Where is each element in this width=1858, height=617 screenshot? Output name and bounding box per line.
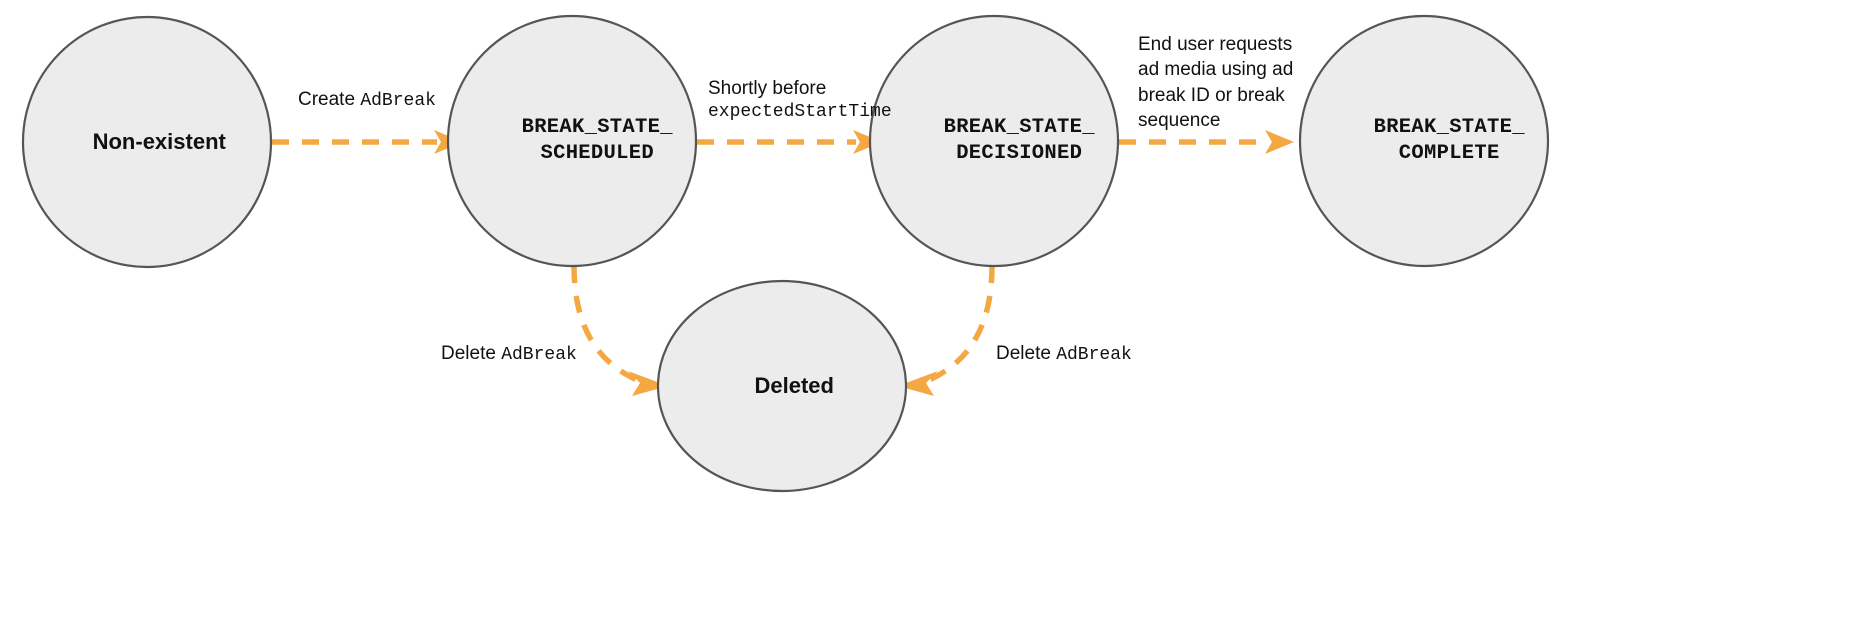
- edge-delete-adbreak-from-scheduled: [571, 265, 668, 396]
- edge-label-shortly-before-expected-start-time: Shortly before expectedStartTime: [708, 78, 892, 123]
- edge-label-end-user-requests-ad-media: End user requests ad media using ad brea…: [1138, 34, 1294, 131]
- edge-create-adbreak: [272, 130, 463, 154]
- node-non-existent[interactable]: [21, 15, 273, 269]
- node-break-state-scheduled[interactable]: [446, 14, 698, 268]
- arrow-head-icon: [628, 371, 668, 396]
- arrow-head-icon: [1265, 130, 1294, 154]
- arrow-head-icon: [853, 130, 882, 154]
- node-deleted[interactable]: [656, 279, 908, 493]
- arrow-head-icon: [898, 371, 938, 396]
- edge-label-create-adbreak: Create AdBreak: [298, 89, 436, 111]
- edge-end-user-requests-ad-media: [1119, 130, 1294, 154]
- edge-shortly-before-expected-start-time: [697, 130, 882, 154]
- node-break-state-decisioned[interactable]: [868, 14, 1120, 268]
- edge-delete-adbreak-from-decisioned: [898, 265, 995, 396]
- node-break-state-complete[interactable]: [1298, 14, 1550, 268]
- edge-label-delete-adbreak-from-scheduled: Delete AdBreak: [441, 343, 577, 365]
- edge-label-delete-adbreak-from-decisioned: Delete AdBreak: [996, 343, 1132, 365]
